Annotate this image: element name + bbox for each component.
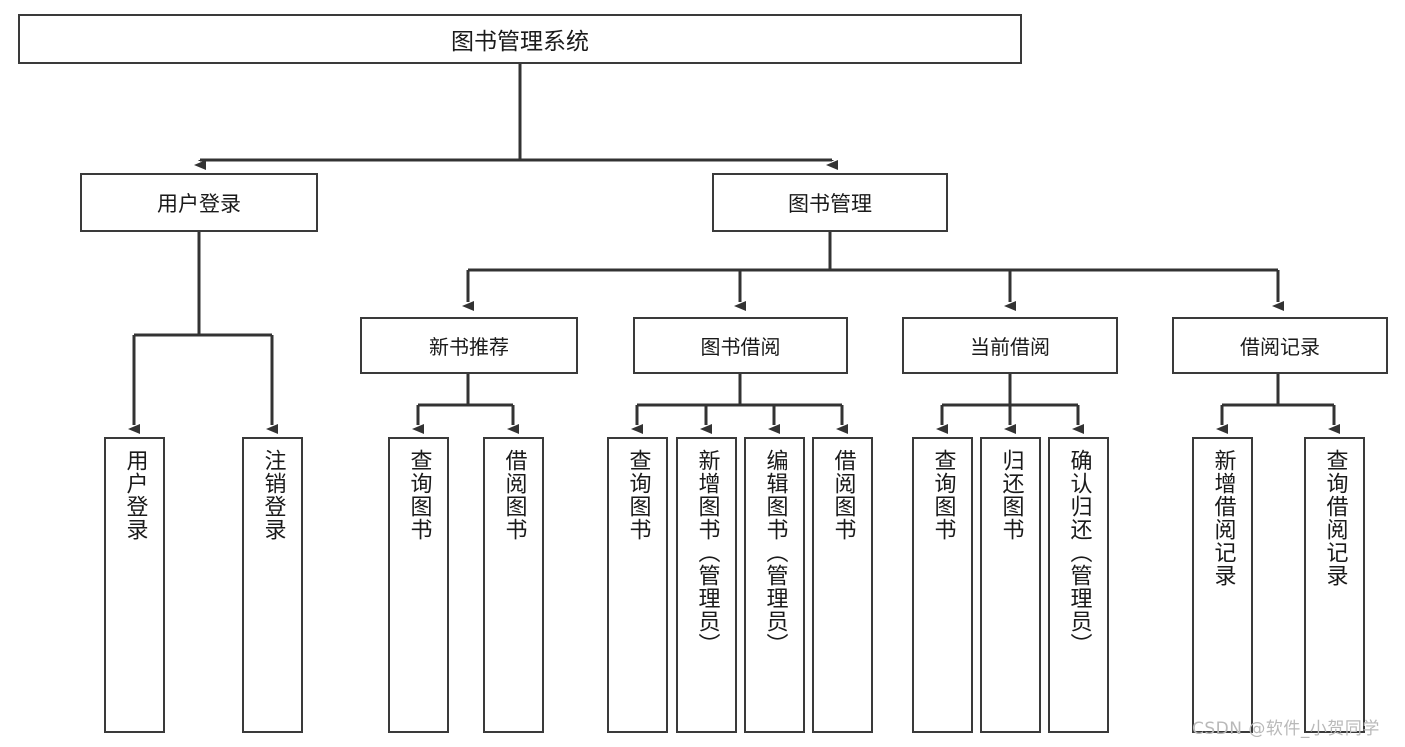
leaf-label: 归还图书: [998, 449, 1024, 541]
leaf-borrow-record-add[interactable]: 新增借阅记录: [1192, 437, 1253, 733]
leaf-book-borrow-query[interactable]: 查询图书: [607, 437, 668, 733]
leaf-label: 借阅图书: [501, 449, 527, 541]
leaf-user-login-logout[interactable]: 注销登录: [242, 437, 303, 733]
node-book-borrow[interactable]: 图书借阅: [633, 317, 848, 374]
node-borrow-record[interactable]: 借阅记录: [1172, 317, 1388, 374]
leaf-label: 编辑图书（管理员）: [762, 449, 788, 656]
leaf-current-borrow-confirm-return[interactable]: 确认归还（管理员）: [1048, 437, 1109, 733]
leaf-label: 新增借阅记录: [1210, 449, 1236, 587]
leaf-new-book-borrow[interactable]: 借阅图书: [483, 437, 544, 733]
node-book-management-label: 图书管理: [788, 191, 872, 216]
leaf-label: 用户登录: [122, 449, 148, 541]
node-current-borrow[interactable]: 当前借阅: [902, 317, 1118, 374]
node-borrow-record-label: 借阅记录: [1240, 335, 1320, 359]
leaf-label: 查询图书: [930, 449, 956, 541]
node-book-management[interactable]: 图书管理: [712, 173, 948, 232]
leaf-book-borrow-edit[interactable]: 编辑图书（管理员）: [744, 437, 805, 733]
node-new-book-recommend[interactable]: 新书推荐: [360, 317, 578, 374]
node-user-login[interactable]: 用户登录: [80, 173, 318, 232]
leaf-user-login-login[interactable]: 用户登录: [104, 437, 165, 733]
node-root-label: 图书管理系统: [451, 29, 589, 55]
leaf-new-book-query[interactable]: 查询图书: [388, 437, 449, 733]
leaf-label: 查询图书: [625, 449, 651, 541]
node-user-login-label: 用户登录: [157, 191, 241, 216]
leaf-label: 新增图书（管理员）: [694, 449, 720, 656]
node-root[interactable]: 图书管理系统: [18, 14, 1022, 64]
leaf-label: 查询借阅记录: [1322, 449, 1348, 587]
leaf-borrow-record-query[interactable]: 查询借阅记录: [1304, 437, 1365, 733]
leaf-current-borrow-return[interactable]: 归还图书: [980, 437, 1041, 733]
leaf-label: 注销登录: [260, 449, 286, 541]
leaf-book-borrow-add[interactable]: 新增图书（管理员）: [676, 437, 737, 733]
leaf-label: 查询图书: [406, 449, 432, 541]
leaf-label: 确认归还（管理员）: [1066, 449, 1092, 656]
node-new-book-recommend-label: 新书推荐: [429, 335, 509, 359]
leaf-label: 借阅图书: [830, 449, 856, 541]
node-current-borrow-label: 当前借阅: [970, 335, 1050, 359]
leaf-current-borrow-query[interactable]: 查询图书: [912, 437, 973, 733]
node-book-borrow-label: 图书借阅: [700, 335, 781, 359]
leaf-book-borrow-borrow[interactable]: 借阅图书: [812, 437, 873, 733]
